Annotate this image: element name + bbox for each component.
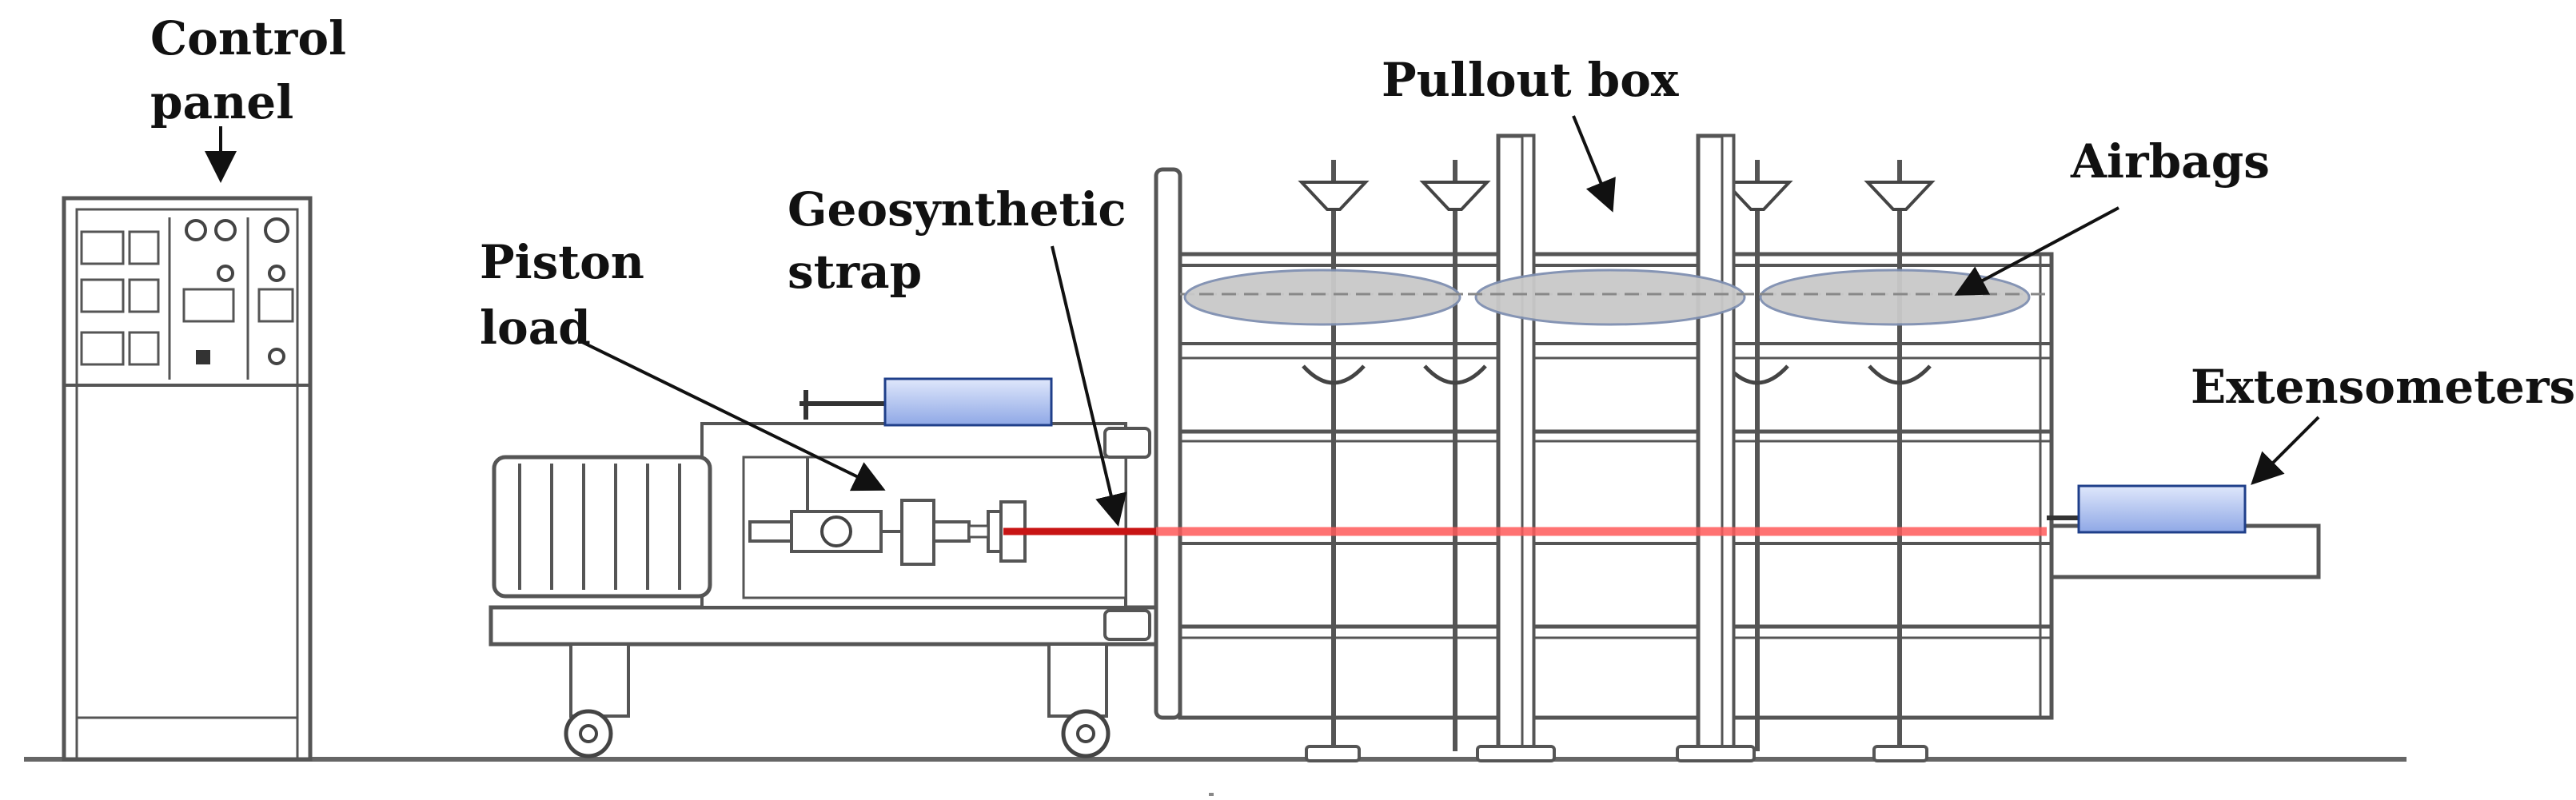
extensometers-arrow bbox=[2251, 416, 2320, 485]
control-panel-label-line1: Control bbox=[150, 11, 346, 66]
geosynthetic-strap-arrow bbox=[1051, 245, 1127, 527]
pullout-box-label: Pullout box bbox=[1382, 53, 1679, 107]
pullout-box bbox=[1154, 167, 2054, 720]
control-panel-label-line2: panel bbox=[150, 75, 293, 129]
piston-load-label-line1: Piston bbox=[480, 235, 644, 289]
piston-load-arrow bbox=[581, 340, 886, 492]
support-columns bbox=[1476, 133, 1756, 762]
airbag-1 bbox=[1183, 269, 1461, 326]
airbag-2 bbox=[1474, 269, 1746, 326]
piston-load-label-line2: load bbox=[480, 300, 591, 355]
airbags bbox=[1183, 269, 2031, 326]
loading-cart bbox=[488, 422, 1162, 758]
top-extensometer bbox=[800, 377, 1053, 427]
right-extensometer bbox=[2047, 484, 2321, 579]
extensometers-label: Extensometers bbox=[2191, 360, 2575, 414]
control-panel bbox=[62, 196, 313, 762]
pullout-box-arrow bbox=[1572, 115, 1616, 213]
vertical-rods bbox=[1298, 160, 1936, 762]
geosynthetic-strap-label-line1: Geosynthetic bbox=[788, 182, 1127, 237]
ground-speck bbox=[1209, 793, 1214, 796]
geosynthetic-strap-label-line2: strap bbox=[788, 245, 922, 299]
airbags-arrow bbox=[1954, 206, 2119, 296]
motor bbox=[492, 455, 712, 599]
airbags-label: Airbags bbox=[2070, 134, 2270, 189]
